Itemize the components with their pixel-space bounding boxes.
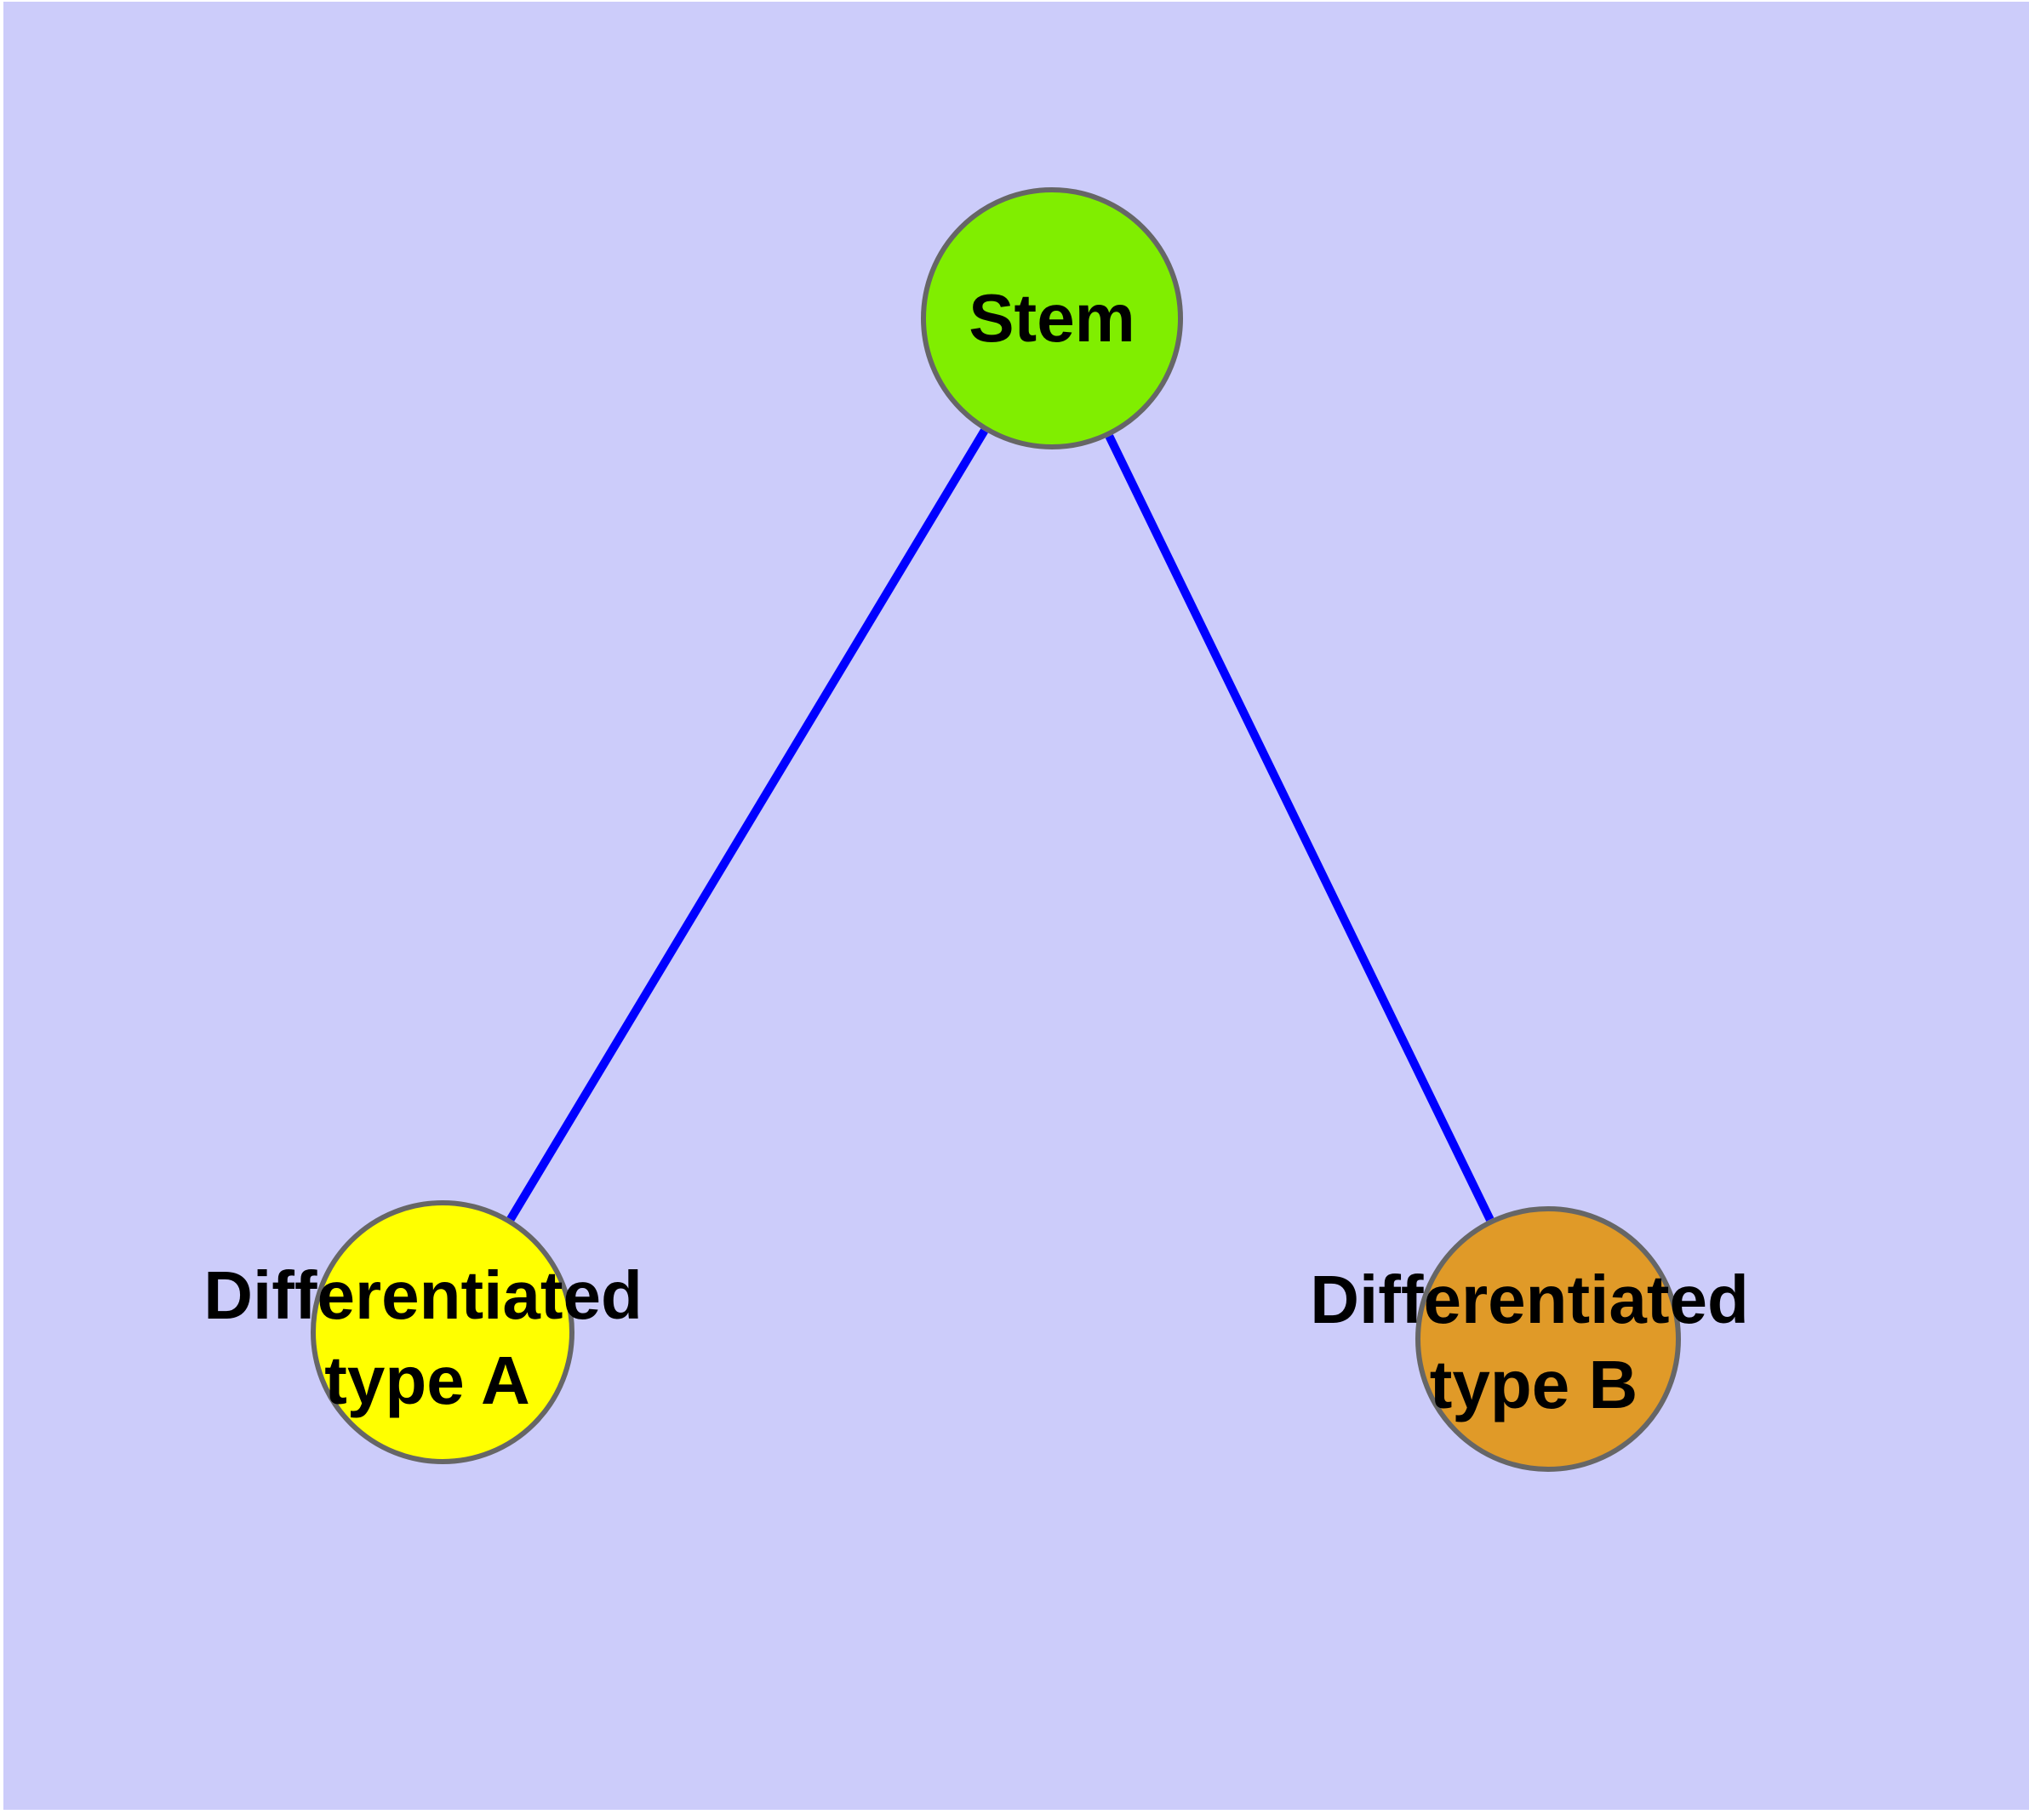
node-group xyxy=(311,187,1681,1472)
edge-stem-to-differentiated-type-b[interactable] xyxy=(1105,434,1495,1222)
node-differentiated-type-a-label-line1: Differentiated xyxy=(203,1257,643,1333)
node-label-group: Stem Differentiated type A Differentiate… xyxy=(203,280,1749,1422)
node-stem[interactable] xyxy=(921,187,1183,449)
node-stem-label: Stem xyxy=(969,280,1135,356)
edge-group xyxy=(506,428,1495,1222)
node-differentiated-type-b-label-line2: type B xyxy=(1430,1347,1638,1422)
node-differentiated-type-a-circle[interactable] xyxy=(311,1200,574,1464)
node-differentiated-type-a[interactable] xyxy=(311,1200,574,1464)
node-differentiated-type-b[interactable] xyxy=(1415,1206,1681,1472)
node-differentiated-type-b-label-line1: Differentiated xyxy=(1310,1262,1749,1337)
node-stem-circle[interactable] xyxy=(921,187,1183,449)
node-differentiated-type-a-label-line2: type A xyxy=(324,1342,530,1418)
edge-stem-to-differentiated-type-a[interactable] xyxy=(506,428,988,1222)
node-differentiated-type-b-circle[interactable] xyxy=(1415,1206,1681,1472)
